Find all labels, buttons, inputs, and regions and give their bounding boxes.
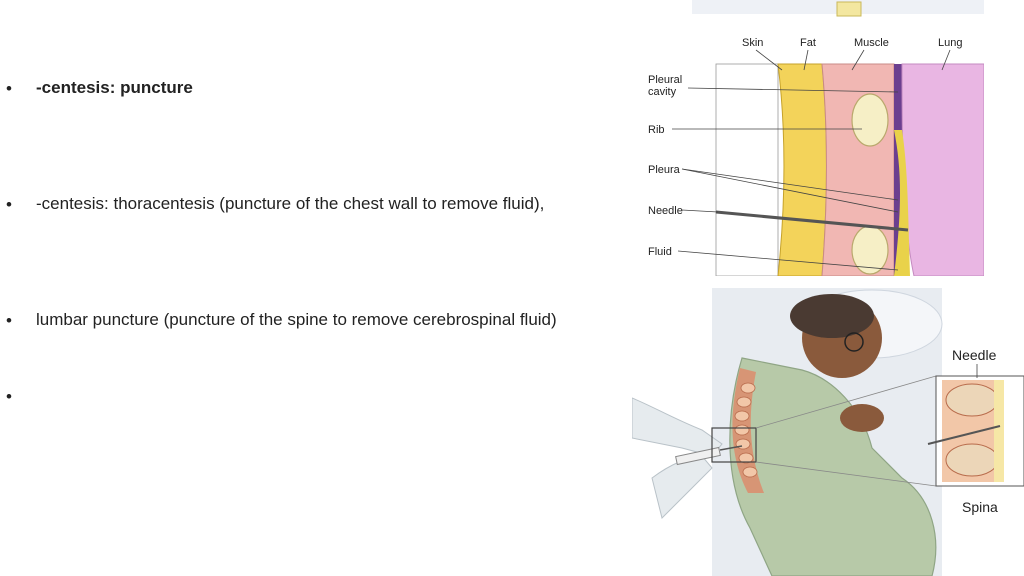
inset-needle <box>927 425 1001 445</box>
label-fat: Fat <box>800 37 816 49</box>
label-pleura: Pleura <box>648 164 681 176</box>
skin-layer <box>715 63 779 276</box>
patient-hands <box>840 404 884 432</box>
label-spinal: Spina <box>962 499 998 515</box>
zoom-box <box>711 427 757 463</box>
lung-layer <box>901 63 984 276</box>
label-muscle: Muscle <box>854 37 889 49</box>
label-needle: Needle <box>648 205 683 217</box>
spine <box>734 382 758 478</box>
bullet-marker: • <box>6 79 12 98</box>
lumbar-puncture-illustration: Needle Spina <box>632 288 1024 576</box>
bullet-text-3: lumbar puncture (puncture of the spine t… <box>36 310 557 329</box>
label-rib: Rib <box>648 124 665 136</box>
bullet-text-1: -centesis: puncture <box>36 78 193 97</box>
bullet-marker: • <box>6 195 12 214</box>
label-lung: Lung <box>938 37 962 49</box>
bullet-marker: • <box>6 387 12 406</box>
syringe <box>675 446 721 466</box>
rib-upper <box>851 93 889 147</box>
fluid-region <box>894 130 910 276</box>
needle-line <box>715 210 909 232</box>
bullet-text-2: -centesis: thoracentesis (puncture of th… <box>36 194 545 213</box>
label-needle-inset: Needle <box>952 347 997 363</box>
thoracentesis-illustration: Skin Fat Muscle Lung Pleural cavity Rib … <box>632 0 984 276</box>
pleural-cavity <box>894 64 902 276</box>
label-cavity: cavity <box>648 86 677 98</box>
label-fluid: Fluid <box>648 246 672 258</box>
bullet-list: • -centesis: puncture • -centesis: thora… <box>6 78 557 406</box>
label-pleural: Pleural <box>648 74 682 86</box>
patient-gown <box>729 357 937 576</box>
label-skin: Skin <box>742 37 763 49</box>
fat-layer <box>777 63 827 276</box>
bullet-marker: • <box>6 311 12 330</box>
